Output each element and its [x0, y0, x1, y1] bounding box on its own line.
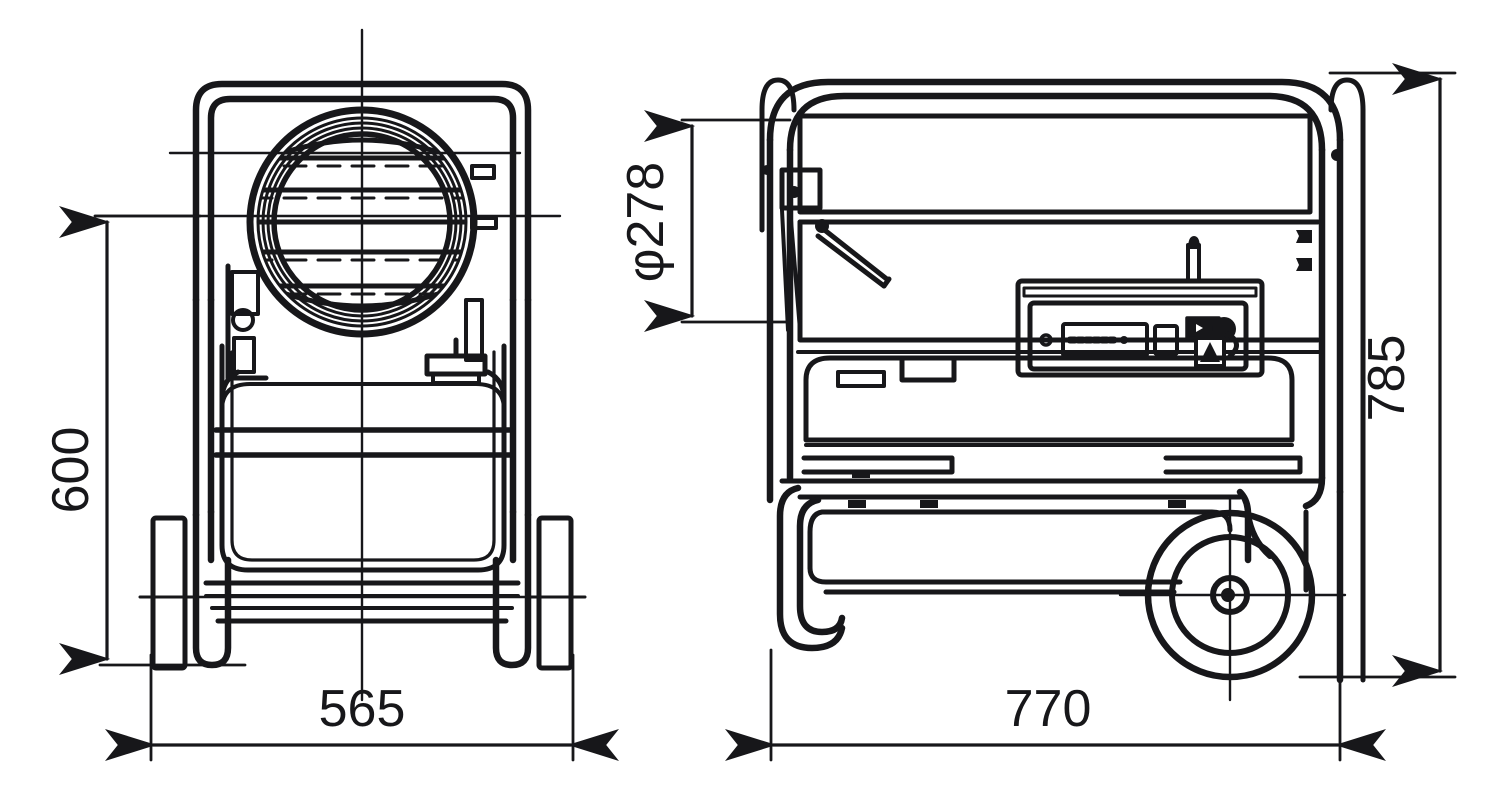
front-fuel-cap [424, 337, 488, 385]
front-right-side-plate [464, 298, 484, 362]
side-probe-stem [1186, 243, 1201, 283]
side-cage-top-inner [786, 92, 1326, 154]
side-control-rocker-switch[interactable] [1153, 324, 1179, 356]
side-strut-arm-2 [815, 233, 887, 289]
front-cage-outer-tube-inner [207, 95, 517, 304]
dimension-text-layer: 600 565 φ278 785 770 [42, 162, 1416, 738]
side-connector-upper [1296, 230, 1312, 243]
front-bracket-box-lower [232, 336, 256, 374]
side-lower-rail-bottom [807, 565, 1183, 585]
side-control-panel-face [1027, 300, 1249, 372]
side-control-panel-outer [1015, 278, 1265, 378]
front-cabinet-body [219, 343, 507, 573]
side-support-strut [815, 219, 892, 289]
dim-770-text: 770 [1005, 680, 1092, 738]
side-control-cable [1225, 331, 1239, 359]
side-lower-frame-inner [796, 496, 846, 636]
side-rail-nub-2 [920, 500, 938, 508]
side-outlet-flange [762, 165, 823, 332]
side-connector-lower [1296, 258, 1312, 271]
front-view [93, 28, 587, 702]
front-bracket-box-upper [230, 270, 260, 316]
side-wheel [1118, 495, 1347, 702]
side-flange-bolt [788, 186, 800, 198]
side-thermostat-probe [1186, 236, 1201, 283]
side-probe-tip [1188, 236, 1200, 249]
front-cage-outer-tube [192, 80, 532, 304]
side-flange-bracket-2 [780, 208, 790, 332]
front-top-cowl [220, 382, 506, 412]
dim-785-text: 785 [1358, 335, 1416, 422]
dim-side-height [1298, 63, 1457, 687]
front-bracket-plate [225, 263, 269, 381]
side-tank-nub [852, 470, 870, 478]
front-left-wheel-body [150, 515, 188, 671]
side-control-display-dot [1120, 336, 1128, 344]
side-right-post-bolt [1331, 149, 1343, 161]
front-louver-top-arc [283, 137, 441, 155]
side-right-foot [1302, 474, 1344, 684]
front-right-tab-upper [470, 164, 496, 180]
front-left-bracket [225, 263, 269, 381]
dim-front-height [59, 206, 247, 675]
front-left-wheel [138, 515, 198, 671]
side-control-led-icon[interactable] [1039, 333, 1053, 347]
side-control-plug-icon [1194, 336, 1226, 370]
front-housing-shoulder-right [485, 369, 507, 403]
side-flange-bracket [788, 206, 802, 332]
dim-outlet-diameter [644, 110, 792, 332]
side-cage-top-outer [766, 78, 1344, 144]
dim-front-width [105, 653, 619, 762]
side-wheel-fork [1245, 511, 1273, 559]
side-flange-plate [779, 167, 823, 211]
dim-565-text: 565 [319, 680, 406, 738]
dim-side-length [725, 648, 1386, 762]
side-post-right-cap [1328, 77, 1366, 113]
side-flange-pin [762, 165, 772, 175]
front-cage-lower-left-bend [192, 511, 232, 669]
front-grille-louvers [258, 137, 466, 309]
side-strut-arm-1 [819, 225, 891, 283]
side-fuel-gauge [836, 370, 886, 388]
front-right-wheel-body [536, 515, 574, 671]
front-louver-bottom-arc [283, 291, 441, 309]
front-right-tab-lower [470, 216, 498, 230]
front-cage-lower-right-bend [492, 511, 532, 669]
front-cabinet-body-inner [230, 350, 496, 562]
side-control-panel-lid [1022, 286, 1258, 298]
front-bracket-knob [231, 308, 255, 332]
side-tank-foot-right [1163, 455, 1303, 475]
side-control-panel[interactable] [1015, 278, 1265, 378]
side-fuel-tank [801, 355, 1303, 475]
side-rail-nub-3 [1168, 500, 1186, 508]
side-fuel-tank-body [803, 355, 1295, 443]
side-strut-arm-cap [881, 276, 892, 289]
front-fuel-cap-collar [431, 372, 481, 385]
dimension-layer [59, 63, 1457, 762]
side-rail-nub-1 [848, 500, 866, 508]
side-rear-connectors [1296, 230, 1312, 271]
side-tank-foot-left [801, 455, 955, 475]
dim-600-text: 600 [42, 427, 100, 514]
side-post-left-cap [759, 77, 797, 113]
side-barrel-outline [797, 113, 1313, 215]
dim-phi278-text: φ278 [617, 162, 675, 282]
front-right-wheel [526, 515, 587, 671]
side-fuel-cap [899, 355, 957, 383]
side-view [759, 77, 1366, 702]
